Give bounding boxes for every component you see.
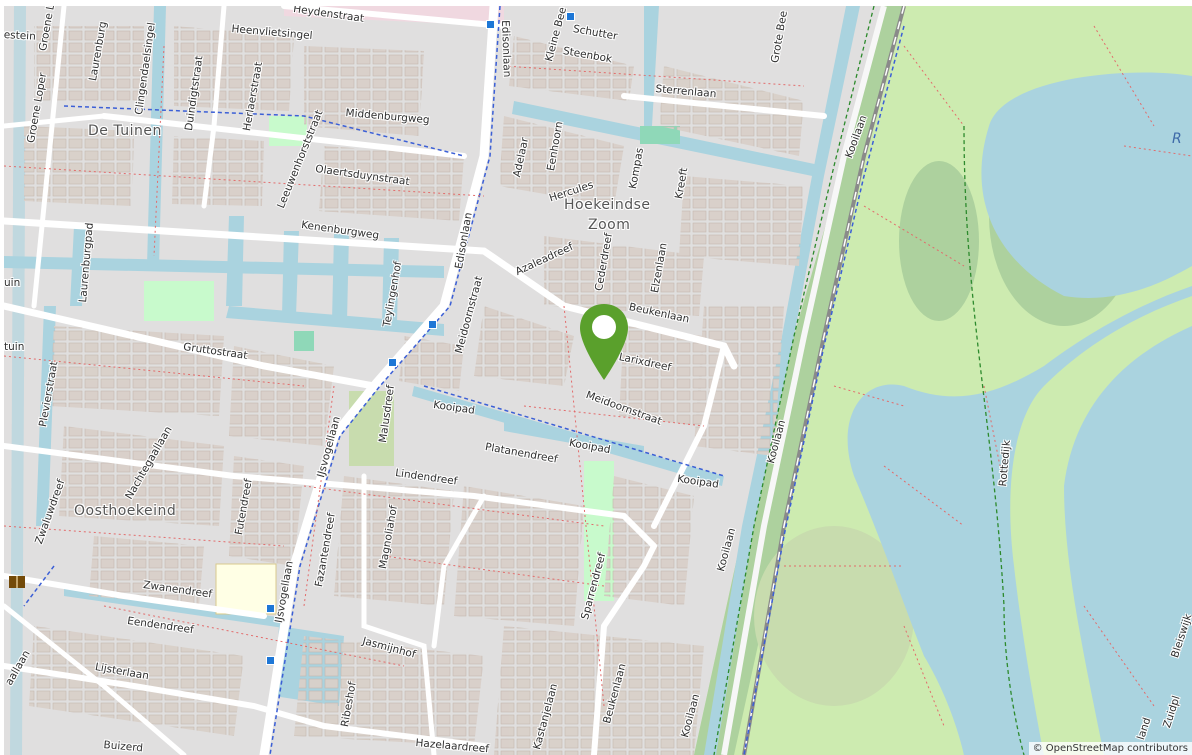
lake-north	[981, 72, 1192, 299]
water-label: R	[1172, 131, 1182, 147]
street-label: tuin	[4, 341, 25, 353]
area-label-de-tuinen: De Tuinen	[88, 123, 162, 139]
bus-stop-icon[interactable]	[428, 320, 437, 329]
dike-strip	[1010, 296, 1192, 755]
street-label: estein	[4, 29, 37, 43]
bus-stop-icon[interactable]	[266, 656, 275, 665]
location-marker-icon[interactable]	[578, 302, 630, 384]
area-label-zoom: Zoom	[588, 217, 631, 233]
area-label-oosthoekeind: Oosthoekeind	[74, 503, 177, 519]
area-label-hoekeindse: Hoekeindse	[564, 197, 651, 213]
street-label: uin	[4, 277, 21, 289]
footpaths	[4, 25, 1192, 727]
roads	[4, 6, 827, 755]
wood-2	[899, 161, 979, 321]
meadow-1	[754, 526, 914, 706]
map-tiles[interactable]	[4, 6, 1192, 755]
bus-stop-icon[interactable]	[566, 12, 575, 21]
map-attribution[interactable]: © OpenStreetMap contributors	[1028, 742, 1192, 755]
street-label: Edisonlaan	[499, 19, 513, 78]
library-icon[interactable]	[8, 574, 26, 590]
bus-stop-icon[interactable]	[486, 20, 495, 29]
map-canvas[interactable]: De Tuinen Hoekeindse Zoom Oosthoekeind R…	[4, 6, 1192, 755]
bus-stop-icon[interactable]	[266, 604, 275, 613]
kooilaan-road	[721, 6, 887, 755]
canal-east	[704, 6, 860, 755]
bus-stop-icon[interactable]	[388, 358, 397, 367]
bus-routes	[23, 6, 905, 755]
